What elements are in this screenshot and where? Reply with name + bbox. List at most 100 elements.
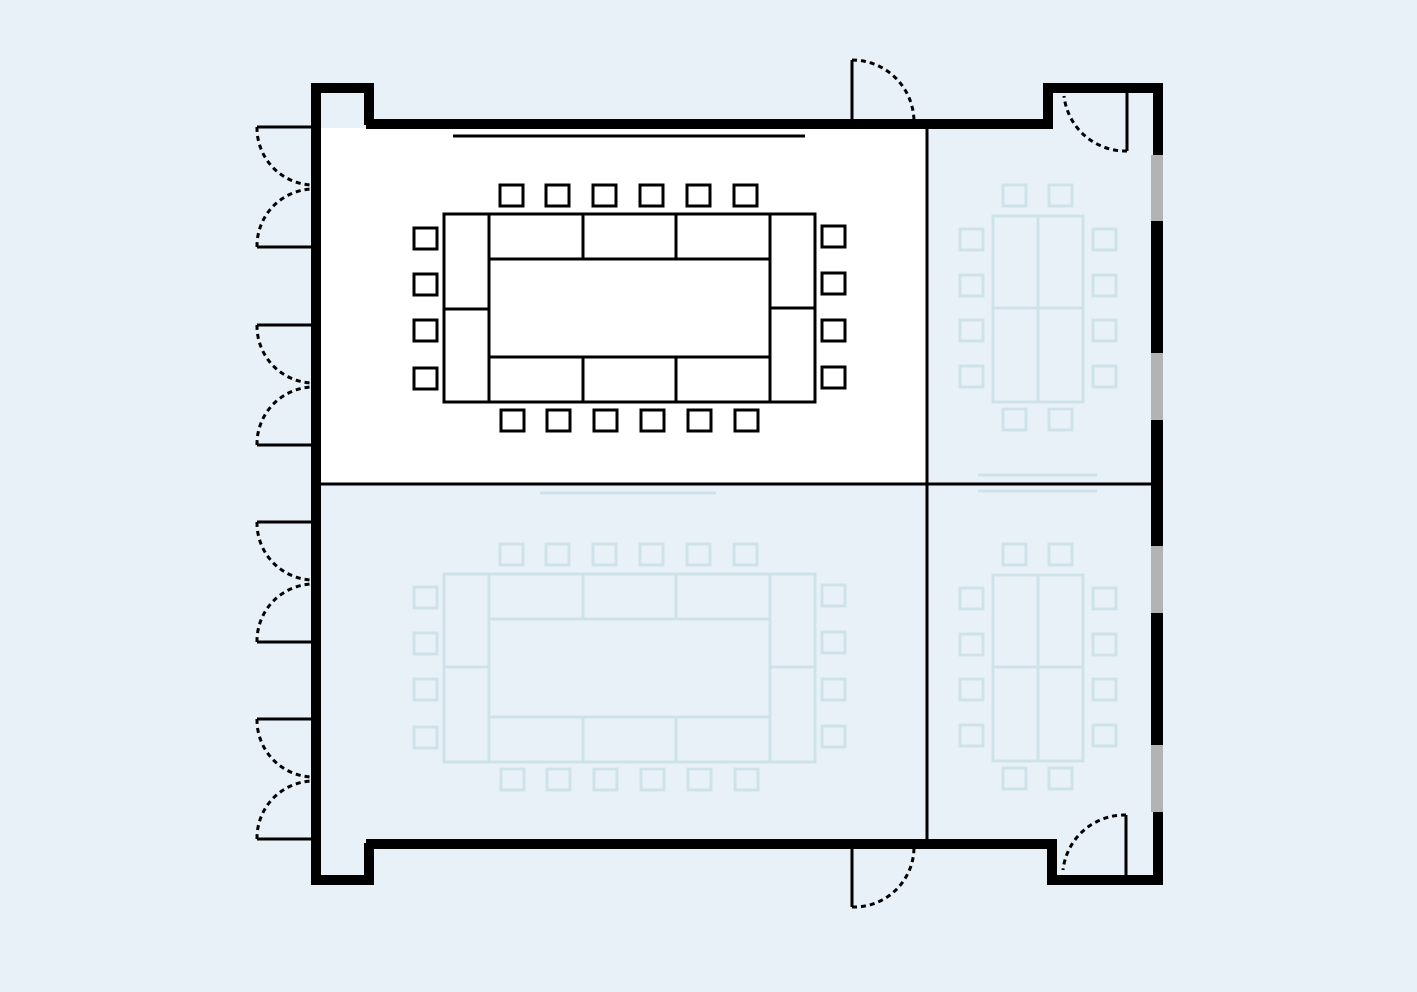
window-pane — [1151, 353, 1163, 420]
chair-right[interactable] — [820, 365, 847, 390]
double-door-left[interactable] — [255, 717, 315, 841]
chair-top[interactable] — [685, 183, 712, 208]
wall-segment — [1151, 221, 1163, 353]
chair-right[interactable] — [820, 630, 847, 655]
room-b-chairs — [958, 183, 1118, 432]
chair-right[interactable] — [1091, 723, 1118, 748]
chair-top[interactable] — [685, 542, 712, 567]
chair-right[interactable] — [820, 677, 847, 702]
chair-left[interactable] — [412, 677, 439, 702]
room-d-table[interactable] — [991, 573, 1085, 763]
chair-top[interactable] — [638, 183, 665, 208]
room-a-boardroom-layout — [412, 134, 847, 433]
chair-bottom[interactable] — [1047, 407, 1074, 432]
chair-bottom[interactable] — [592, 408, 619, 433]
window-pane — [1151, 546, 1163, 613]
chair-bottom[interactable] — [733, 767, 760, 792]
chair-bottom[interactable] — [545, 767, 572, 792]
room-a-table[interactable] — [442, 212, 817, 404]
room-d-boardroom-layout — [958, 489, 1118, 791]
chair-right[interactable] — [820, 724, 847, 749]
chair-left[interactable] — [412, 366, 439, 391]
chair-bottom[interactable] — [1047, 766, 1074, 791]
left-wall-doors — [255, 125, 315, 841]
room-c-chairs — [412, 542, 847, 792]
chair-right[interactable] — [820, 583, 847, 608]
chair-left[interactable] — [958, 227, 985, 252]
chair-bottom[interactable] — [639, 767, 666, 792]
chair-bottom[interactable] — [545, 408, 572, 433]
room-c-boardroom-layout — [412, 491, 847, 792]
room-b-table[interactable] — [991, 214, 1085, 404]
chair-right[interactable] — [1091, 318, 1118, 343]
window-pane — [1151, 155, 1163, 221]
wall-left — [311, 83, 374, 885]
wall-bottom — [366, 812, 1163, 885]
double-door-left[interactable] — [255, 323, 315, 447]
room-c-fill[interactable] — [318, 484, 927, 846]
chair-bottom[interactable] — [1001, 407, 1028, 432]
chair-top[interactable] — [498, 183, 525, 208]
top-doors — [850, 58, 1129, 153]
chair-bottom[interactable] — [592, 767, 619, 792]
chair-top[interactable] — [544, 183, 571, 208]
wall-segment — [1151, 613, 1163, 745]
chair-left[interactable] — [958, 677, 985, 702]
double-door-left[interactable] — [255, 520, 315, 644]
double-door-left[interactable] — [255, 125, 315, 249]
chair-bottom[interactable] — [686, 408, 713, 433]
chair-left[interactable] — [958, 723, 985, 748]
chair-top[interactable] — [1047, 183, 1074, 208]
chair-left[interactable] — [412, 725, 439, 750]
chair-right[interactable] — [1091, 586, 1118, 611]
door-top-middle[interactable] — [850, 58, 916, 124]
chair-top[interactable] — [732, 183, 759, 208]
door-top-right[interactable] — [1062, 92, 1129, 153]
chair-right[interactable] — [820, 271, 847, 296]
chair-left[interactable] — [412, 631, 439, 656]
door-bottom-right[interactable] — [1061, 813, 1128, 876]
chair-right[interactable] — [1091, 364, 1118, 389]
chair-top[interactable] — [1001, 183, 1028, 208]
chair-bottom[interactable] — [499, 408, 526, 433]
chair-bottom[interactable] — [639, 408, 666, 433]
chair-right[interactable] — [820, 318, 847, 343]
chair-top[interactable] — [544, 542, 571, 567]
door-bottom-middle[interactable] — [850, 847, 916, 909]
window-pane — [1151, 745, 1163, 812]
chair-top[interactable] — [498, 542, 525, 567]
chair-left[interactable] — [412, 318, 439, 343]
chair-top[interactable] — [1047, 542, 1074, 567]
chair-bottom[interactable] — [733, 408, 760, 433]
wall-top — [366, 83, 1163, 155]
room-partitions — [318, 128, 1151, 842]
chair-top[interactable] — [1001, 542, 1028, 567]
right-wall — [1151, 155, 1163, 812]
room-b-boardroom-layout — [958, 183, 1118, 477]
chair-left[interactable] — [412, 585, 439, 610]
chair-top[interactable] — [591, 183, 618, 208]
chair-top[interactable] — [591, 542, 618, 567]
chair-right[interactable] — [820, 224, 847, 249]
room-a-chairs — [412, 183, 847, 433]
chair-left[interactable] — [412, 272, 439, 297]
chair-right[interactable] — [1091, 632, 1118, 657]
chair-bottom[interactable] — [1001, 766, 1028, 791]
chair-left[interactable] — [412, 226, 439, 251]
chair-bottom[interactable] — [686, 767, 713, 792]
chair-bottom[interactable] — [499, 767, 526, 792]
chair-left[interactable] — [958, 273, 985, 298]
chair-left[interactable] — [958, 632, 985, 657]
chair-right[interactable] — [1091, 273, 1118, 298]
chair-top[interactable] — [638, 542, 665, 567]
chair-left[interactable] — [958, 318, 985, 343]
chair-top[interactable] — [732, 542, 759, 567]
chair-left[interactable] — [958, 364, 985, 389]
chair-right[interactable] — [1091, 227, 1118, 252]
room-c-table[interactable] — [442, 572, 817, 764]
wall-segment — [1151, 420, 1163, 546]
chair-left[interactable] — [958, 586, 985, 611]
chair-right[interactable] — [1091, 677, 1118, 702]
